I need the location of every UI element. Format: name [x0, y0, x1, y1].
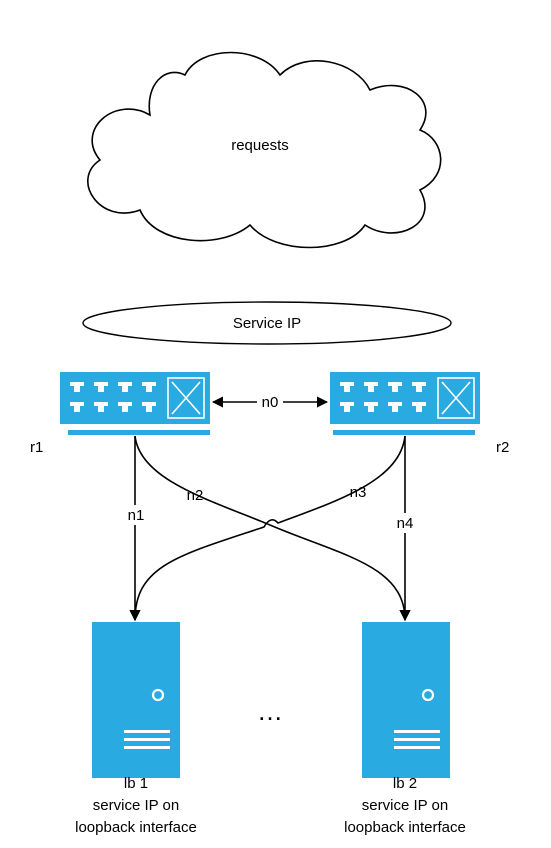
- requests-cloud: requests: [87, 51, 442, 249]
- cloud-shape: [87, 51, 442, 249]
- switch-port: [412, 402, 426, 412]
- link-n2: n2: [134, 435, 411, 622]
- switch-base: [333, 430, 475, 435]
- server-desc-line-2: loopback interface: [344, 819, 466, 836]
- switch-x-arrows: [171, 381, 201, 415]
- link-n1-label: n1: [128, 507, 145, 524]
- switch-port: [364, 402, 378, 412]
- service-ip-ellipse: [82, 301, 452, 345]
- server-slot: [124, 746, 170, 749]
- switch-port: [94, 382, 108, 392]
- service-ip-label: Service IP: [233, 315, 301, 332]
- server-body: [92, 622, 180, 778]
- router-label: r2: [496, 439, 509, 456]
- switch-port: [340, 382, 354, 392]
- switch-port: [412, 382, 426, 392]
- switch-x-arrows: [441, 381, 471, 415]
- server-desc-line-1: service IP on: [362, 797, 448, 814]
- switch-port: [340, 402, 354, 412]
- server-icon: [362, 622, 450, 778]
- server-slot: [394, 738, 440, 741]
- server-slot: [124, 738, 170, 741]
- link-n0-label: n0: [262, 394, 279, 411]
- switch-icon: [60, 372, 210, 435]
- server-lb2: lb 2 service IP on loopback interface: [344, 622, 466, 836]
- switch-port: [364, 382, 378, 392]
- link-n1: n1: [123, 436, 149, 622]
- server-name: lb 1: [124, 775, 148, 792]
- switch-port: [94, 402, 108, 412]
- link-n3: n3: [129, 435, 406, 622]
- link-n4-label-bg: [392, 513, 418, 533]
- more-servers-ellipsis: …: [257, 696, 283, 726]
- server-lb1: lb 1 service IP on loopback interface: [75, 622, 197, 836]
- server-power-light: [151, 688, 165, 702]
- router-r2: r2: [330, 372, 509, 456]
- server-icon: [92, 622, 180, 778]
- switch-port: [70, 382, 84, 392]
- switch-port: [142, 402, 156, 412]
- router-label: r1: [30, 439, 43, 456]
- link-n4: n4: [392, 436, 418, 622]
- link-n3-label: n3: [350, 484, 367, 501]
- server-power-light: [421, 688, 435, 702]
- link-n0: n0: [211, 393, 329, 411]
- switch-port: [142, 382, 156, 392]
- switch-port: [118, 402, 132, 412]
- server-body: [362, 622, 450, 778]
- switch-port: [388, 382, 402, 392]
- server-slot: [124, 730, 170, 733]
- link-n0-label-bg: [257, 393, 283, 411]
- switch-port: [118, 382, 132, 392]
- switch-icon: [330, 372, 480, 435]
- switch-port: [388, 402, 402, 412]
- switch-base: [68, 430, 210, 435]
- service-ip-node: Service IP: [82, 301, 452, 345]
- link-n2-label: n2: [187, 487, 204, 504]
- link-n3-line: [129, 435, 406, 622]
- router-r1: r1: [30, 372, 210, 456]
- server-desc-line-2: loopback interface: [75, 819, 197, 836]
- link-n1-label-bg: [123, 505, 149, 525]
- server-desc-line-1: service IP on: [93, 797, 179, 814]
- server-slot: [394, 730, 440, 733]
- link-n2-line: [134, 435, 411, 622]
- switch-port: [70, 402, 84, 412]
- server-name: lb 2: [393, 775, 417, 792]
- link-n4-label: n4: [397, 515, 414, 532]
- server-slot: [394, 746, 440, 749]
- cloud-label: requests: [231, 137, 289, 154]
